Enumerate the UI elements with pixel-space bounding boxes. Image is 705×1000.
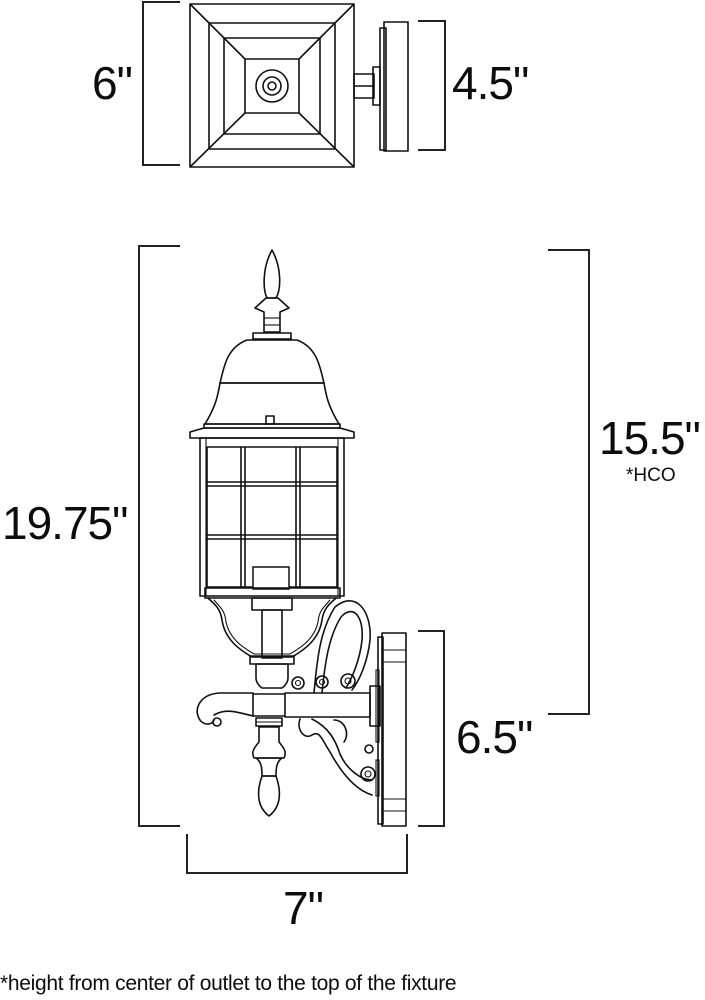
footnote: *height from center of outlet to the top… — [0, 972, 457, 995]
side-view — [138, 245, 590, 874]
hco-tag: *HCO — [626, 465, 676, 486]
width-bracket — [142, 1, 180, 166]
hco-bracket — [548, 249, 590, 715]
backplate-height-bracket — [418, 630, 445, 827]
top-width-label: 6" — [92, 57, 133, 109]
backplate-depth-bracket — [418, 20, 446, 151]
overall-height-label: 19.75" — [2, 497, 128, 549]
extension-bracket — [186, 834, 408, 874]
backplate-height-label: 6.5" — [456, 711, 533, 763]
overall-height-bracket — [138, 245, 180, 827]
top-backplate-label: 4.5" — [452, 57, 529, 109]
extension-label: 7" — [283, 882, 324, 934]
hco-height-label: 15.5" — [599, 412, 701, 464]
top-view — [142, 1, 446, 168]
